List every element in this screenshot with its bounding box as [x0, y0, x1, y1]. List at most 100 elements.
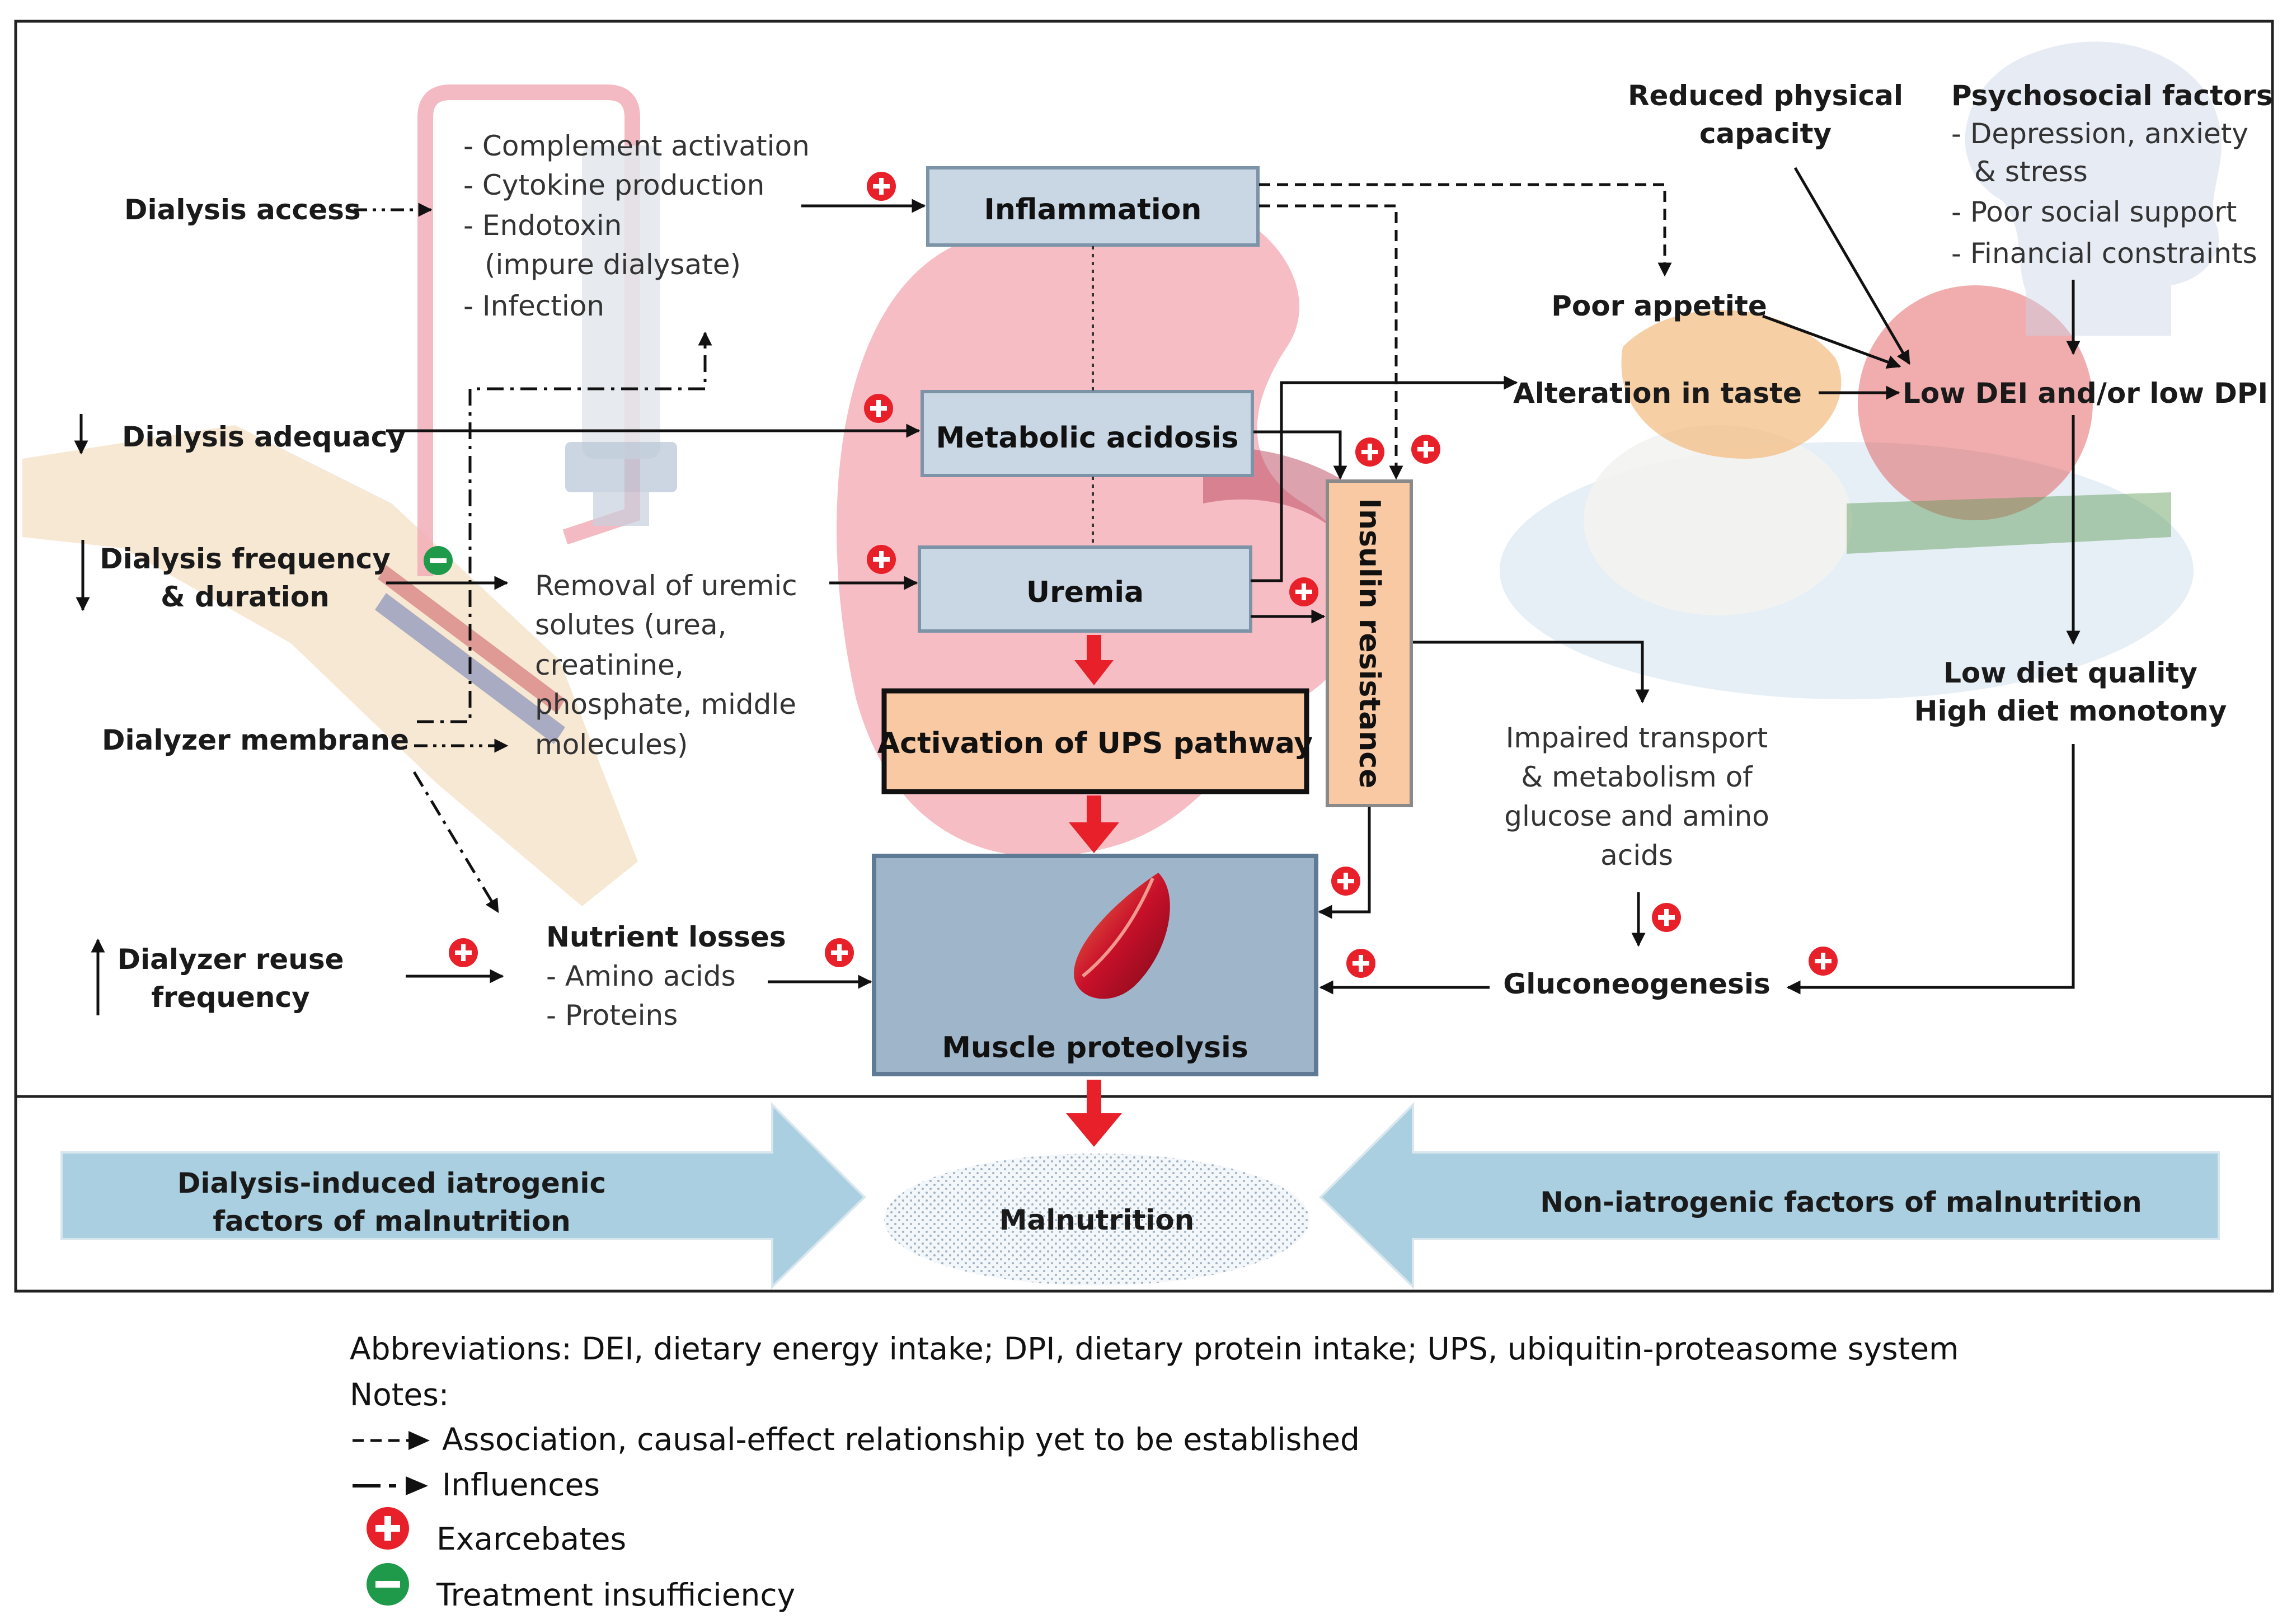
nutrient-amino-acids: - Amino acids [546, 960, 736, 992]
plus-icon [1346, 949, 1375, 978]
dialysis-adequacy-label: Dialysis adequacy [122, 421, 406, 453]
svg-text:(impure dialysate): (impure dialysate) [485, 248, 741, 281]
svg-text:& stress: & stress [1974, 156, 2088, 188]
muscle-icon [1074, 873, 1170, 999]
svg-text:- Infection: - Infection [463, 290, 604, 322]
svg-text:- Poor social support: - Poor social support [1951, 196, 2237, 228]
svg-text:solutes (urea,: solutes (urea, [535, 609, 726, 641]
svg-text:- Depression, anxiety: - Depression, anxiety [1951, 117, 2248, 150]
svg-text:- Complement activation: - Complement activation [463, 130, 810, 162]
arrow-dietquality-to-gluconeogenesis [1786, 744, 2075, 995]
dialysis-duration-label: & duration [161, 581, 330, 613]
svg-text:creatinine,: creatinine, [535, 649, 684, 681]
plus-icon [1355, 437, 1384, 467]
plus-icon [825, 938, 854, 967]
arrow-membrane-influences-up [417, 331, 712, 723]
plus-icon [867, 172, 896, 201]
inflammation-box: Inflammation [926, 166, 1260, 247]
diagram-frame [14, 20, 2274, 1293]
arrow-physical-to-lowdei [1793, 167, 1911, 365]
plus-icon [367, 1507, 409, 1550]
svg-text:Impaired transport: Impaired transport [1506, 722, 1768, 754]
muscle-proteolysis-box: Muscle proteolysis [872, 854, 1318, 1076]
svg-text:& metabolism of: & metabolism of [1521, 761, 1753, 793]
arrow-inflammation-to-insulin [1259, 204, 1403, 480]
dialyzer-membrane-label: Dialyzer membrane [102, 724, 409, 756]
svg-text:Activation of UPS pathway: Activation of UPS pathway [877, 727, 1313, 760]
svg-text:- Endotoxin: - Endotoxin [463, 209, 622, 242]
nutrient-proteins: - Proteins [546, 999, 678, 1032]
malnutrition-label: Malnutrition [999, 1204, 1195, 1236]
insulin-resistance-box: Insulin resistance [1326, 479, 1413, 807]
nutrient-losses-title: Nutrient losses [546, 921, 786, 953]
plus-icon [1289, 577, 1318, 606]
plus-icon [1652, 903, 1681, 932]
minus-icon [424, 546, 453, 575]
dialysis-access-label: Dialysis access [124, 194, 361, 226]
plus-badges [449, 172, 1838, 978]
legend-dashdot-text: Influences [442, 1467, 600, 1503]
notes-heading: Notes: [350, 1377, 449, 1413]
plus-icon [1809, 947, 1838, 976]
arrow-uremia-to-taste [1251, 375, 1518, 582]
svg-text:phosphate, middle: phosphate, middle [535, 688, 796, 721]
plus-icon [1331, 867, 1360, 896]
high-diet-monotony-label: High diet monotony [1914, 695, 2227, 727]
svg-text:Removal of uremic: Removal of uremic [535, 569, 797, 602]
svg-text:acids: acids [1600, 839, 1673, 872]
low-diet-quality-label: Low diet quality [1943, 657, 2197, 689]
food-plate-illustration [1500, 285, 2194, 699]
poor-appetite-label: Poor appetite [1551, 290, 1767, 322]
low-dei-label: Low DEI and/or low DPI [1903, 377, 2268, 409]
metabolic-acidosis-box: Metabolic acidosis [921, 390, 1254, 477]
malnutrition-ellipse [884, 1154, 1309, 1286]
svg-text:molecules): molecules) [535, 728, 688, 761]
abbreviations-text: Abbreviations: DEI, dietary energy intak… [350, 1331, 1959, 1367]
uremia-box: Uremia [918, 545, 1252, 633]
impaired-transport-text: Impaired transport & metabolism of gluco… [1504, 722, 1769, 872]
red-arrow-uremia-ups [1074, 635, 1114, 685]
psychosocial-title: Psychosocial factors [1951, 79, 2273, 112]
dialyzer-reuse-label: Dialyzer reuse [117, 943, 344, 976]
reduced-physical-capacity-label: capacity [1699, 117, 1832, 150]
plus-icon [864, 394, 893, 423]
svg-text:Metabolic acidosis: Metabolic acidosis [936, 421, 1239, 455]
arrow-insulin-to-muscle [1318, 807, 1371, 919]
svg-text:- Cytokine production: - Cytokine production [463, 169, 764, 201]
red-arrow-muscle-malnutrition [1066, 1080, 1122, 1147]
arrow-inflammation-to-appetite [1259, 183, 1672, 277]
plus-icon [449, 938, 478, 967]
iatrogenic-label-2: factors of malnutrition [213, 1205, 571, 1237]
head-silhouette-illustration [1965, 41, 2222, 336]
plus-icon [867, 545, 896, 574]
svg-text:glucose and amino: glucose and amino [1504, 800, 1769, 832]
svg-text:Muscle proteolysis: Muscle proteolysis [942, 1031, 1248, 1065]
inflammation-causes-list: - Complement activation - Cytokine produ… [463, 130, 810, 322]
legend-dashed-text: Association, causal-effect relationship … [442, 1421, 1360, 1457]
arrow-insulin-to-impaired [1413, 641, 1650, 704]
plus-icon [1411, 435, 1440, 464]
dialyzer-illustration [417, 84, 677, 576]
legend-dashdot-symbol [353, 1476, 428, 1495]
svg-text:Uremia: Uremia [1026, 576, 1144, 609]
iatrogenic-arrow-shape [60, 1102, 866, 1289]
reduced-physical-label: Reduced physical [1628, 79, 1903, 112]
svg-text:Inflammation: Inflammation [984, 193, 1202, 227]
ups-pathway-box: Activation of UPS pathway [877, 688, 1313, 794]
dialysis-frequency-label: Dialysis frequency [100, 543, 391, 575]
minus-icon [367, 1563, 409, 1606]
iatrogenic-label-1: Dialysis-induced iatrogenic [177, 1167, 606, 1199]
svg-text:Insulin resistance: Insulin resistance [1353, 498, 1386, 789]
uremic-removal-text: Removal of uremic solutes (urea, creatin… [535, 569, 797, 761]
non-iatrogenic-arrow-shape [1319, 1102, 2220, 1289]
psychosocial-list: - Depression, anxiety & stress - Poor so… [1951, 117, 2257, 270]
alteration-taste-label: Alteration in taste [1513, 377, 1802, 409]
red-arrow-ups-muscle [1069, 795, 1119, 853]
legend-dashed-symbol [353, 1431, 430, 1450]
legend-minus-text: Treatment insufficiency [436, 1577, 795, 1613]
non-iatrogenic-label: Non-iatrogenic factors of malnutrition [1540, 1186, 2142, 1218]
dialyzer-reuse-frequency-label: frequency [151, 981, 309, 1014]
arrow-membrane-to-nutrient [412, 771, 500, 914]
svg-text:- Financial constraints: - Financial constraints [1951, 237, 2257, 270]
legend-plus-text: Exarcebates [436, 1521, 626, 1557]
